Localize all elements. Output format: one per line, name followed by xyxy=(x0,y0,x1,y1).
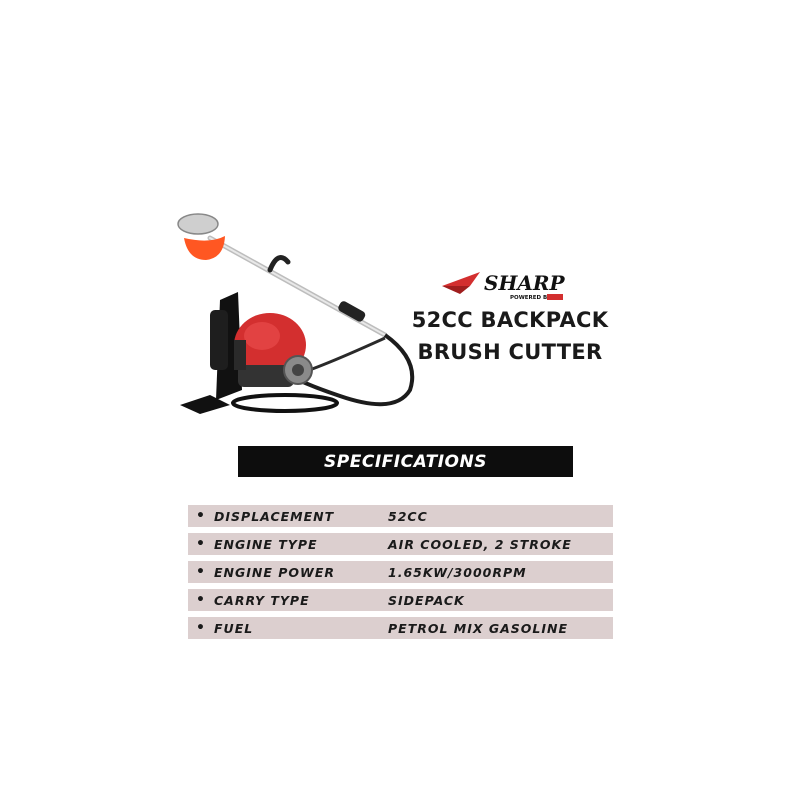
svg-text:SHARP: SHARP xyxy=(484,271,565,295)
spec-label: ENGINE TYPE xyxy=(214,536,318,552)
spec-value: SIDEPACK xyxy=(388,592,465,608)
product-title: 52CC BACKPACK BRUSH CUTTER xyxy=(400,304,620,368)
bullet-icon: • xyxy=(196,564,206,580)
title-line-2: BRUSH CUTTER xyxy=(417,340,603,364)
bullet-icon: • xyxy=(196,592,206,608)
spec-value: 1.65KW/3000RPM xyxy=(388,564,527,580)
specifications-list: • DISPLACEMENT 52CC • ENGINE TYPE AIR CO… xyxy=(188,505,613,645)
spec-value: 52CC xyxy=(388,508,428,524)
spec-label: FUEL xyxy=(214,620,254,636)
spec-row-carry-type: • CARRY TYPE SIDEPACK xyxy=(188,589,613,611)
bullet-icon: • xyxy=(196,620,206,636)
spec-label: CARRY TYPE xyxy=(214,592,310,608)
spec-value: PETROL MIX GASOLINE xyxy=(388,620,569,636)
title-line-1: 52CC BACKPACK xyxy=(411,308,609,332)
spec-row-engine-power: • ENGINE POWER 1.65KW/3000RPM xyxy=(188,561,613,583)
brush-cutter-image xyxy=(177,213,415,414)
bullet-icon: • xyxy=(196,508,206,524)
spec-row-fuel: • FUEL PETROL MIX GASOLINE xyxy=(188,617,613,639)
spec-row-displacement: • DISPLACEMENT 52CC xyxy=(188,505,613,527)
spec-value: AIR COOLED, 2 STROKE xyxy=(388,536,572,552)
spec-label: ENGINE POWER xyxy=(214,564,336,580)
svg-text:POWERED BY: POWERED BY xyxy=(510,295,552,301)
specifications-header: SPECIFICATIONS xyxy=(238,446,573,477)
spec-label: DISPLACEMENT xyxy=(214,508,335,524)
bullet-icon: • xyxy=(196,536,206,552)
spec-row-engine-type: • ENGINE TYPE AIR COOLED, 2 STROKE xyxy=(188,533,613,555)
sharp-logo: SHARP POWERED BY xyxy=(442,271,565,301)
